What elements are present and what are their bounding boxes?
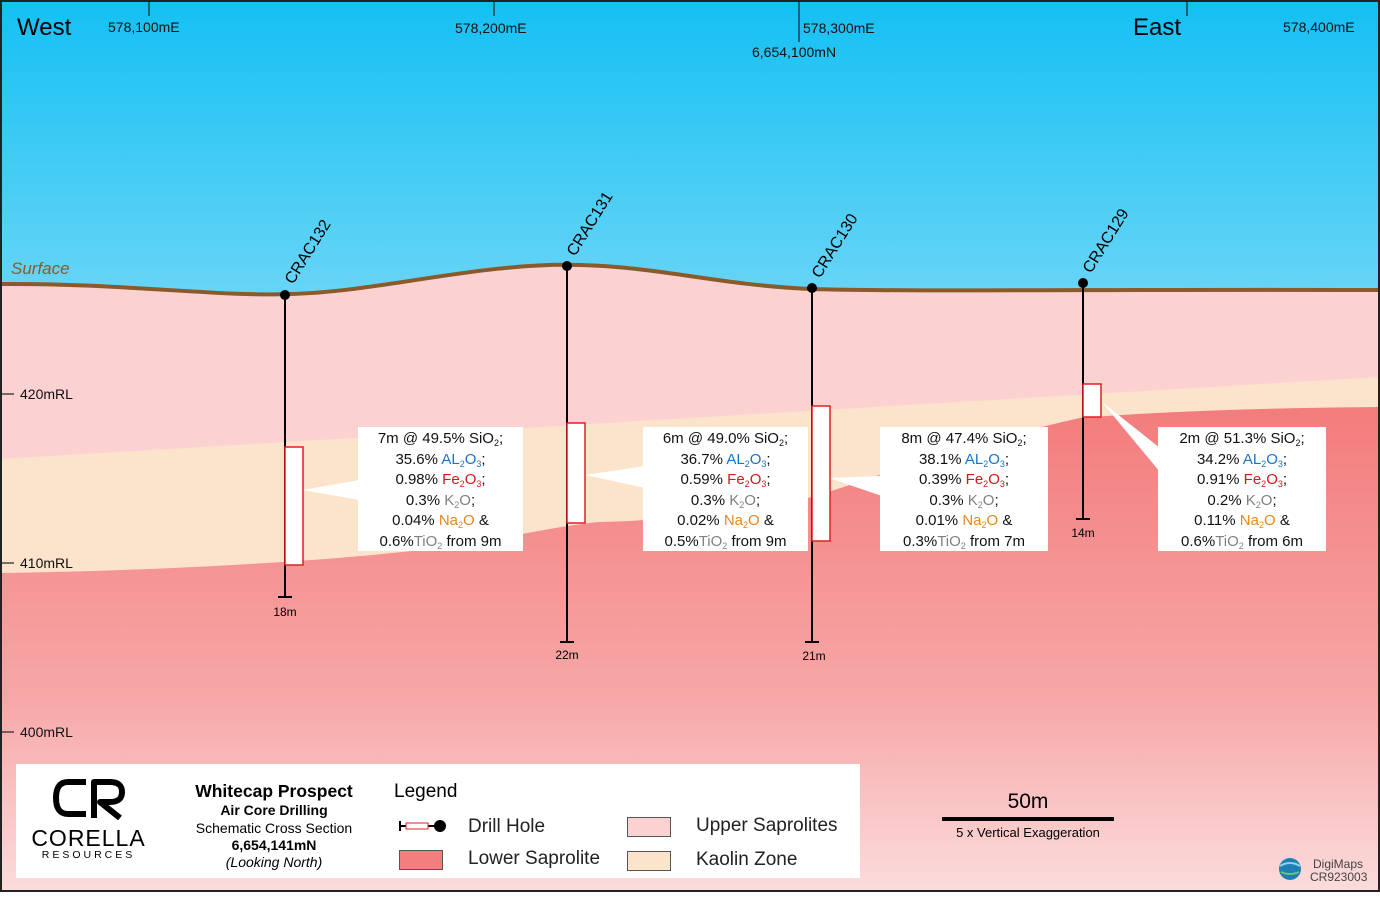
- callout-pointer-crac129: [1102, 402, 1160, 472]
- drill-hole-crac131: [560, 261, 586, 643]
- drill-hole-legend-icon: [399, 820, 446, 832]
- looking-direction: (Looking North): [225, 854, 323, 870]
- northing-label: 6,654,100mN: [752, 44, 837, 60]
- prospect-title: Whitecap Prospect: [195, 781, 353, 801]
- legend-swatch-upper-saprolites: [627, 817, 671, 837]
- rl-label: 410mRL: [20, 555, 73, 571]
- easting-tick-label: 578,200mE: [455, 20, 527, 36]
- corella-logo-icon: [52, 779, 125, 820]
- legend-label-upper-saprolites: Upper Saprolites: [696, 815, 838, 836]
- legend-swatch-lower-saprolite: [399, 850, 443, 870]
- assay-callout-crac130: 8m @ 47.4% SiO2; 38.1% AL2O3; 0.39% Fe2O…: [880, 427, 1048, 551]
- hole-depth-label: 14m: [1071, 526, 1094, 540]
- easting-tick-label: 578,100mE: [108, 19, 180, 35]
- collar-marker: [562, 261, 572, 271]
- legend-label-drill-hole: Drill Hole: [468, 816, 546, 837]
- collar-marker: [1078, 278, 1088, 288]
- rl-label: 400mRL: [20, 724, 73, 740]
- callout-pointer-crac132: [302, 480, 360, 500]
- callout-pointers: [302, 402, 1160, 500]
- surface-line: [0, 262, 1380, 297]
- section-type: Schematic Cross Section: [195, 820, 353, 836]
- vertical-exaggeration-label: 5 x Vertical Exaggeration: [956, 825, 1100, 840]
- rl-tick-marks: [0, 393, 14, 733]
- interval-box: [566, 422, 586, 524]
- interval-box: [284, 446, 304, 566]
- legend-title: Legend: [394, 781, 458, 802]
- digimaps-globe-icon: [1279, 858, 1301, 880]
- scale-bar: 50m 5 x Vertical Exaggeration: [942, 790, 1114, 840]
- drill-hole-crac130: [805, 283, 831, 643]
- assay-callout-crac132: 7m @ 49.5% SiO2; 35.6% AL2O3; 0.98% Fe2O…: [358, 427, 523, 551]
- drill-hole-crac129: [1076, 278, 1102, 520]
- hole-depth-label: 22m: [555, 648, 578, 662]
- interval-box: [1082, 383, 1102, 418]
- drill-hole-crac132: [278, 290, 304, 598]
- title-legend-panel: CORELLA RESOURCES Whitecap Prospect Air …: [16, 764, 860, 878]
- assay-callout-crac129: 2m @ 51.3% SiO2; 34.2% AL2O3; 0.91% Fe2O…: [1158, 427, 1326, 551]
- scale-bar-label: 50m: [1008, 790, 1049, 813]
- credit-code: CR923003: [1310, 870, 1368, 884]
- drilling-type: Air Core Drilling: [220, 802, 328, 818]
- rl-label: 420mRL: [20, 386, 73, 402]
- hole-depth-label: 21m: [802, 649, 825, 663]
- callout-pointer-crac131: [585, 466, 645, 488]
- east-label: East: [1133, 14, 1182, 41]
- easting-tick-marks: [148, 0, 1188, 42]
- collar-marker: [807, 283, 817, 293]
- logo-name: CORELLA: [31, 825, 146, 851]
- legend-label-lower-saprolite: Lower Saprolite: [468, 848, 601, 869]
- legend-swatch-kaolin-zone: [627, 851, 671, 871]
- section-northing: 6,654,141mN: [231, 837, 317, 853]
- interval-box: [811, 405, 831, 542]
- easting-tick-label: 578,400mE: [1283, 19, 1355, 35]
- legend-label-kaolin-zone: Kaolin Zone: [696, 849, 798, 870]
- west-label: West: [17, 14, 72, 41]
- callout-pointer-crac130: [829, 476, 882, 496]
- credit-name: DigiMaps: [1313, 857, 1364, 871]
- hole-depth-label: 18m: [273, 605, 296, 619]
- assay-callout-crac131: 6m @ 49.0% SiO2; 36.7% AL2O3; 0.59% Fe2O…: [643, 427, 808, 551]
- easting-tick-label: 578,300mE: [803, 20, 875, 36]
- collar-marker: [280, 290, 290, 300]
- logo-subtitle: RESOURCES: [41, 849, 136, 861]
- surface-label: Surface: [11, 259, 70, 278]
